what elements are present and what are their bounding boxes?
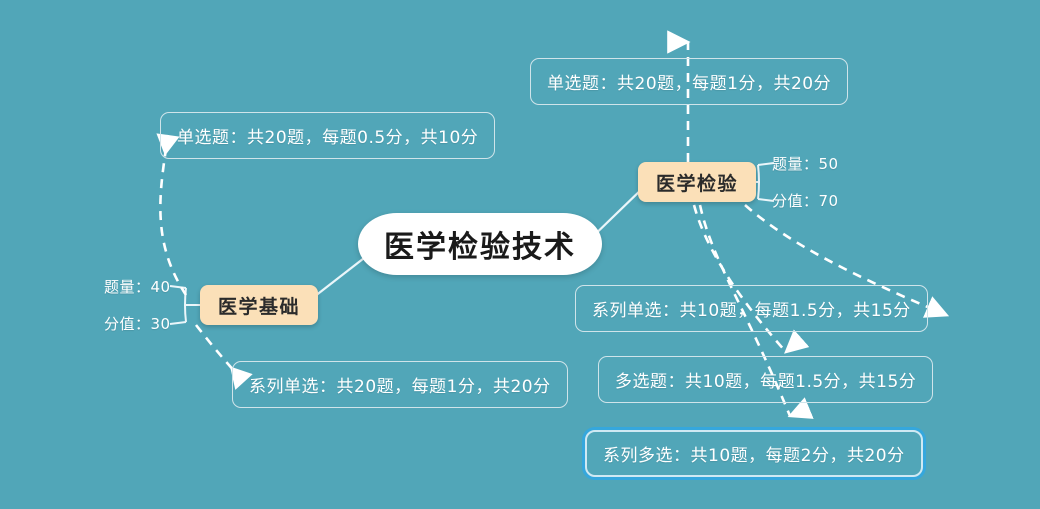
- stat-medical-exam-question-count[interactable]: 题量：50: [772, 152, 839, 174]
- topic-label: 系列多选：共10题，每题2分，共20分: [603, 446, 905, 466]
- stat-label: 题量：40: [104, 277, 171, 296]
- branch-node-medical-exam-label: 医学检验: [656, 172, 739, 195]
- topic-label: 系列单选：共20题，每题1分，共20分: [249, 377, 551, 397]
- branch-node-medical-exam[interactable]: 医学检验: [638, 162, 757, 202]
- branch-node-medical-basics[interactable]: 医学基础: [200, 285, 319, 325]
- root-node[interactable]: 医学检验技术: [358, 213, 602, 275]
- topic-label: 系列单选：共10题，每题1.5分，共15分: [592, 301, 911, 321]
- stat-medical-basics-question-count[interactable]: 题量：40: [104, 275, 171, 297]
- branch-node-medical-basics-label: 医学基础: [218, 295, 301, 318]
- stat-label: 分值：70: [772, 191, 839, 210]
- stat-medical-basics-score[interactable]: 分值：30: [104, 312, 171, 334]
- topic-series-single-basics[interactable]: 系列单选：共20题，每题1分，共20分: [232, 361, 568, 408]
- topic-label: 多选题：共10题，每题1.5分，共15分: [615, 372, 917, 392]
- line-root-to-medical-basics: [309, 254, 369, 301]
- topic-series-multi-exam[interactable]: 系列多选：共10题，每题2分，共20分: [585, 430, 923, 477]
- topic-series-single-exam[interactable]: 系列单选：共10题，每题1.5分，共15分: [575, 285, 928, 332]
- stat-medical-exam-score[interactable]: 分值：70: [772, 189, 839, 211]
- arrow-basics-to-single-choice: [156, 133, 188, 296]
- stat-label: 分值：30: [104, 314, 171, 333]
- topic-single-choice-exam[interactable]: 单选题：共20题，每题1分，共20分: [530, 58, 849, 105]
- topic-label: 单选题：共20题，每题0.5分，共10分: [177, 128, 479, 148]
- topic-single-choice-basics[interactable]: 单选题：共20题，每题0.5分，共10分: [160, 112, 496, 159]
- topic-multi-choice-exam[interactable]: 多选题：共10题，每题1.5分，共15分: [598, 356, 934, 403]
- bracket-medical-basics: [169, 285, 200, 325]
- topic-label: 单选题：共20题，每题1分，共20分: [547, 74, 832, 94]
- root-node-label: 医学检验技术: [384, 230, 576, 265]
- stat-label: 题量：50: [772, 154, 839, 173]
